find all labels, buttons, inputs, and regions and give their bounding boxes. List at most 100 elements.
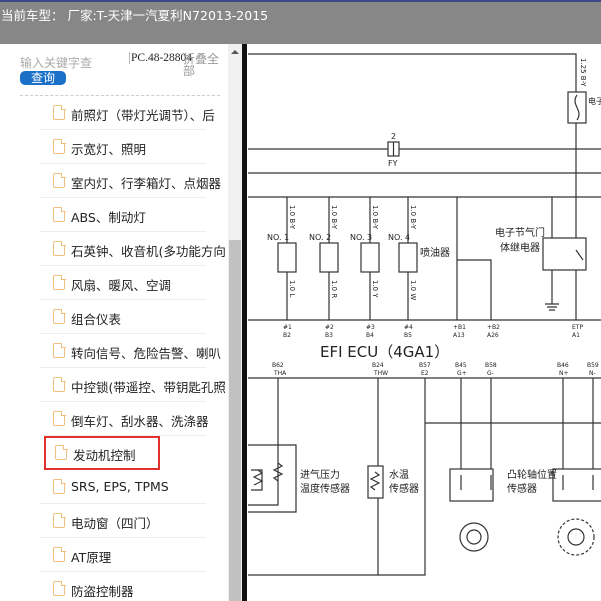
tree-item[interactable]: 风扇、暖风、空调 [40,266,206,300]
search-input[interactable]: 输入关键字查 [20,56,93,70]
tree-item-label: 电动窗（四门） [71,516,159,531]
diagram-label: 1.0 W [409,280,417,300]
diagram-label: +B1 [453,324,466,331]
tree-item-label: 风扇、暖风、空调 [71,278,172,293]
file-icon [53,172,66,188]
tree-item[interactable]: 室内灯、行李箱灯、点烟器 [40,164,221,198]
diagram-label: 1.0 B-Y [371,205,379,230]
tree-item[interactable]: 转向信号、危险告警、喇叭 [40,334,221,368]
diagram-label: 1.0 R [330,280,338,298]
scroll-up-icon[interactable] [231,50,239,54]
tree-item[interactable]: 前照灯（带灯光调节）、后 [40,96,215,130]
tree-item-label: 转向信号、危险告警、喇叭 [71,346,222,361]
diagram-label: B59 [587,362,599,369]
diagram-label: NO. 4 [388,233,410,242]
diagram-label: 凸轮轴位置 [507,468,557,481]
diagram-label: 传感器 [389,482,419,495]
tree-item-label: 防盗控制器 [71,584,134,599]
tree-item[interactable]: 组合仪表 [40,300,206,334]
tree-item[interactable]: 防盗控制器 [40,572,206,601]
file-icon [53,138,66,154]
diagram-label: 喷油器 [420,246,450,259]
query-button[interactable]: 查询 [20,71,66,85]
cam-sensor [449,468,494,502]
diagram-label: B46 [557,362,569,369]
diagram-label: 1.0 B-Y [288,205,296,230]
tree-item[interactable]: 石英钟、收音机(多功能方向 [40,232,226,266]
diagram-label: A1 [572,332,580,339]
diagram-label: B4 [366,332,374,339]
diagram-label: B45 [455,362,467,369]
tree-item[interactable]: 中控锁(带遥控、带钥匙孔照 [40,368,226,402]
file-icon [53,342,66,358]
diagram-label: 1.0 L [288,280,296,297]
tree-item-label: AT原理 [71,550,112,565]
diagram-label: #2 [325,324,334,331]
injector-coils [277,242,418,273]
tree-item[interactable]: 倒车灯、刮水器、洗涤器 [40,402,209,436]
wires [248,53,601,576]
file-icon [53,580,66,596]
intake-resistor [251,469,264,491]
diagram-label: N- [589,370,596,377]
relay [542,237,587,271]
diagram-label: A26 [487,332,499,339]
tree-item[interactable]: 发动机控制 [44,436,160,470]
file-icon [53,478,66,494]
diagram-label: 体继电器 [500,241,540,254]
diagram-label: E2 [421,370,429,377]
file-icon [53,274,66,290]
tree-item-label: 石英钟、收音机(多功能方向 [71,244,226,259]
diagram-label: +B2 [487,324,500,331]
current-model-title: 当前车型： 厂家:T-天津一汽夏利N72013-2015 [1,8,269,23]
tree-item-label: 中控锁(带遥控、带钥匙孔照 [71,380,226,395]
file-icon [53,308,66,324]
diagram-label: G+ [457,370,467,377]
file-icon [53,376,66,392]
diagram-label: ETP [572,324,583,331]
diagram-label: #1 [283,324,292,331]
diagram-label: B2 [283,332,291,339]
diagram-label: 1.25 B-Y [579,58,587,87]
crank-sensor [552,468,601,502]
scrollbar[interactable] [228,44,242,601]
tree-item-label: 倒车灯、刮水器、洗涤器 [71,414,209,429]
diagram-label: 1.0 Y [371,280,379,298]
diagram-label: 温度传感器 [300,482,350,495]
model-code: PC.48-28804 [129,52,193,64]
file-icon [53,410,66,426]
panel-divider[interactable] [242,44,247,601]
tree-item-label: 发动机控制 [73,448,136,463]
tree-item-label: 组合仪表 [71,312,122,327]
tree-item[interactable]: 电动窗（四门） [40,504,206,538]
diagram-label: 传感器 [507,482,537,495]
diagram-label: 水温 [389,469,409,481]
diagram-label: THW [373,370,388,377]
relay-switch [575,249,584,261]
fuses [387,91,587,157]
diagram-label: THA [273,370,287,377]
scrollbar-thumb[interactable] [229,240,241,601]
tree-item[interactable]: ABS、制动灯 [40,198,206,232]
file-icon [53,240,66,256]
diagram-label: NO. 2 [309,233,331,242]
sidebar: 输入关键字查 查询 PC.48-28804 折叠全部 前照灯（带灯光调节）、后示… [0,44,228,601]
diagram-label: B5 [404,332,412,339]
tree-item[interactable]: 示宽灯、照明 [40,130,206,164]
diagram-label: B24 [372,362,384,369]
diagram-label: 2 [391,132,396,141]
diagram-label: NO. 1 [267,233,289,242]
diagram-label: 电子 30A [588,96,601,106]
diagram-label: 1.0 B-Y [330,205,338,230]
diagram-label: 1.0 B-Y [409,205,417,230]
diagram-label: 进气压力 [300,468,340,481]
tree-item[interactable]: SRS, EPS, TPMS [40,470,206,504]
diagram-label: A13 [453,332,465,339]
file-icon [53,512,66,528]
diagram-label: NO. 3 [350,233,372,242]
tree-item[interactable]: AT原理 [40,538,206,572]
tree-item-label: 示宽灯、照明 [71,142,147,157]
collapse-all-button[interactable]: 折叠全部 [183,52,220,78]
tree-item-label: 室内灯、行李箱灯、点烟器 [71,176,222,191]
